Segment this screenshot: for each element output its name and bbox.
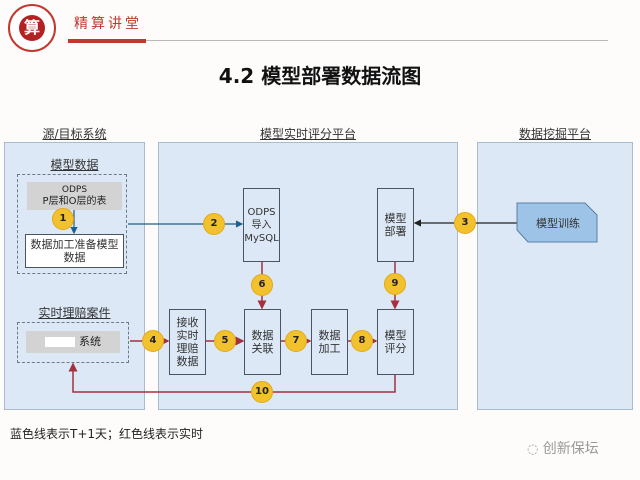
prepare-model-data-box: 数据加工准备模型数据 bbox=[25, 234, 124, 268]
odps-tables: ODPS P层和O层的表 bbox=[27, 182, 122, 210]
step-9-badge: 9 bbox=[384, 273, 406, 295]
step-10-badge: 10 bbox=[251, 381, 273, 403]
watermark: ◌ 创新保坛 bbox=[527, 438, 599, 458]
step-2-badge: 2 bbox=[203, 213, 225, 235]
model-data-group bbox=[17, 174, 127, 274]
panel-mining-platform bbox=[477, 142, 633, 410]
wechat-icon: ◌ bbox=[527, 442, 539, 457]
line-step-10 bbox=[68, 362, 396, 393]
step-4-badge: 4 bbox=[142, 330, 164, 352]
data-join-node: 数据关联 bbox=[244, 309, 281, 375]
logo-seal-icon bbox=[19, 15, 45, 41]
receive-realtime-claims-node: 接收实时理赔数据 bbox=[169, 309, 206, 375]
odps-label: ODPS bbox=[61, 185, 88, 195]
model-scoring-node: 模型评分 bbox=[377, 309, 414, 375]
step-1-badge: 1 bbox=[52, 208, 74, 230]
model-data-label: 模型数据 bbox=[50, 158, 99, 172]
header-accent-bar bbox=[68, 39, 146, 43]
claims-system-label: 系统 bbox=[79, 335, 101, 348]
step-6-badge: 6 bbox=[251, 274, 273, 296]
step-8-badge: 8 bbox=[351, 330, 373, 352]
model-training-shape bbox=[516, 202, 598, 243]
line-color-legend: 蓝色线表示T+1天；红色线表示实时 bbox=[10, 427, 204, 441]
panel-title-mining: 数据挖掘平台 bbox=[518, 127, 591, 141]
step-7-badge: 7 bbox=[285, 330, 307, 352]
redacted-system-name bbox=[45, 337, 75, 347]
step-5-badge: 5 bbox=[214, 330, 236, 352]
brand-name: 精算讲堂 bbox=[74, 16, 142, 32]
header-divider bbox=[68, 40, 608, 41]
panel-title-scoring: 模型实时评分平台 bbox=[259, 127, 356, 141]
data-processing-node: 数据加工 bbox=[311, 309, 348, 375]
model-deploy-node: 模型部署 bbox=[377, 188, 414, 262]
realtime-claims-label: 实时理赔案件 bbox=[38, 306, 111, 320]
step-3-badge: 3 bbox=[454, 212, 476, 234]
logo-glyph: 算 bbox=[23, 18, 40, 37]
odps-tables-label: P层和O层的表 bbox=[42, 196, 107, 207]
claims-system: 系统 bbox=[26, 331, 120, 353]
watermark-text: 创新保坛 bbox=[542, 441, 599, 457]
logo: 算 bbox=[8, 4, 56, 52]
model-training-node: 模型训练 bbox=[536, 217, 580, 230]
panel-title-source: 源/目标系统 bbox=[42, 127, 107, 141]
page-title: 4.2 模型部署数据流图 bbox=[218, 64, 422, 88]
